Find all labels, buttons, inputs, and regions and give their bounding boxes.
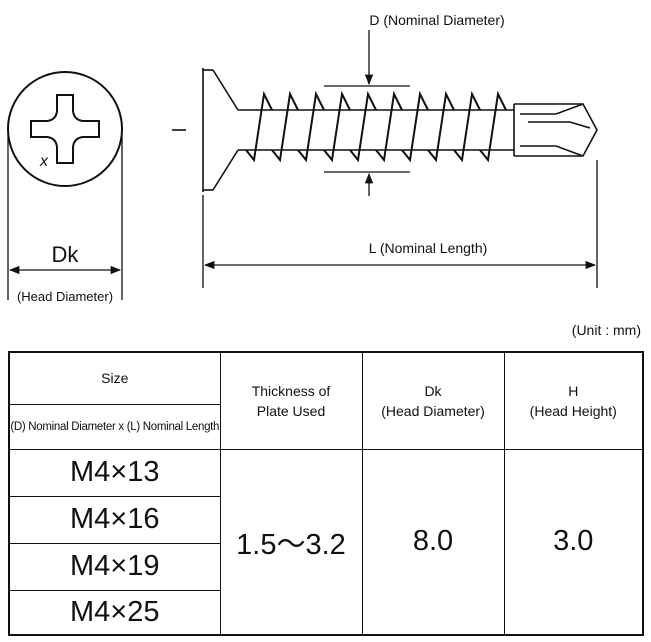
- thickness-header: Thickness of Plate Used: [219, 351, 363, 450]
- l-dimension: [202, 160, 598, 288]
- phillips-cross-icon: [30, 94, 100, 164]
- l-label: L (Nominal Length): [369, 240, 488, 256]
- thickness-header-line1: Thickness of: [251, 382, 331, 399]
- size-row-3: M4×19: [8, 542, 221, 591]
- thread-crest: [453, 90, 481, 163]
- h-value: 3.0: [503, 448, 644, 636]
- screw-side-view: [172, 68, 598, 192]
- spec-table: Size Thickness of Plate Used Dk (Head Di…: [8, 351, 644, 636]
- dk-header: Dk (Head Diameter): [361, 351, 505, 450]
- d-dimension: [324, 30, 410, 196]
- size-subheader: (D) Nominal Diameter x (L) Nominal Lengt…: [8, 403, 221, 450]
- h-header-line2: (Head Height): [529, 402, 617, 419]
- thread-crest: [271, 90, 299, 163]
- drive-mark: x: [39, 153, 49, 170]
- dk-header-line2: (Head Diameter): [381, 402, 485, 419]
- thickness-header-line2: Plate Used: [256, 402, 326, 419]
- unit-note: (Unit : mm): [571, 322, 641, 338]
- dk-value: 8.0: [361, 448, 505, 636]
- size-header: Size: [8, 351, 221, 405]
- dk-dimension: [7, 135, 123, 300]
- thread-crest: [349, 90, 377, 163]
- size-row-1: M4×13: [8, 448, 221, 497]
- h-header-line1: H: [568, 382, 579, 399]
- thread-crest: [323, 90, 351, 163]
- thread-crest: [245, 90, 273, 163]
- dk-header-line1: Dk: [424, 382, 442, 399]
- head-top-view: [7, 71, 123, 187]
- thread-crest: [401, 90, 429, 163]
- thread-crest: [375, 90, 403, 163]
- thread-crest: [427, 90, 455, 163]
- head-diameter-label: (Head Diameter): [17, 289, 113, 304]
- screw-drawing: x Dk (Head Diameter) D (Nominal Diameter…: [7, 12, 598, 304]
- thread-crests: [245, 90, 507, 163]
- h-header: H (Head Height): [503, 351, 644, 450]
- thickness-value: 1.5～3.2: [219, 448, 363, 636]
- thread-crest: [479, 90, 507, 163]
- thread-crest: [297, 90, 325, 163]
- size-row-2: M4×16: [8, 495, 221, 544]
- size-row-4: M4×25: [8, 589, 221, 636]
- d-label: D (Nominal Diameter): [369, 12, 504, 28]
- dk-label: Dk: [52, 242, 80, 267]
